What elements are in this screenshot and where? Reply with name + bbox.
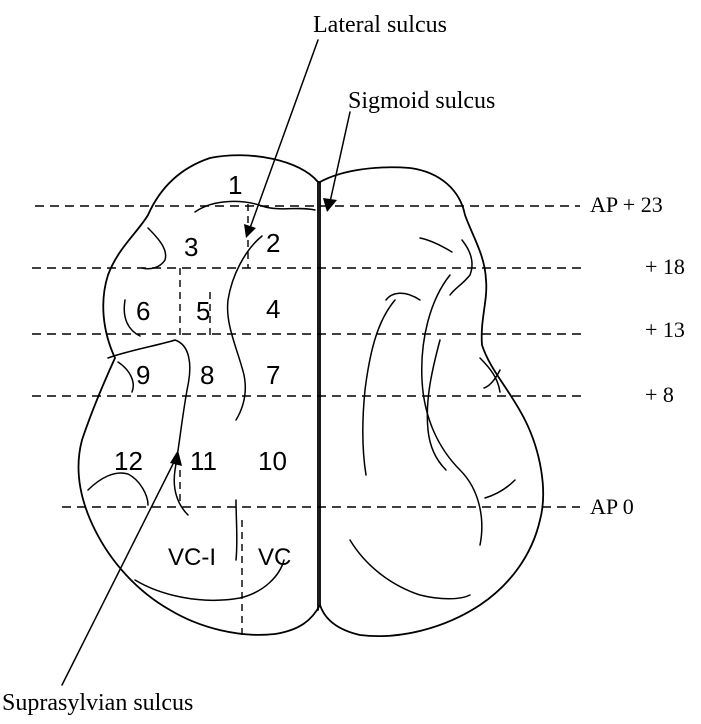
region-label-2: 2 [266, 228, 280, 258]
sulcus-right-5 [386, 293, 420, 300]
lateral-sulcus-arrowhead [244, 224, 256, 238]
ap-label-plus18: + 18 [645, 254, 685, 279]
region-label-7: 7 [266, 360, 280, 390]
region-label-1: 1 [228, 170, 242, 200]
ap-label-plus13: + 13 [645, 317, 685, 342]
region-label-8: 8 [200, 360, 214, 390]
region-label-9: 9 [136, 360, 150, 390]
sulcus-9-notch [118, 362, 133, 392]
region-label-3: 3 [184, 232, 198, 262]
ap-label-plus23: AP + 23 [590, 192, 663, 217]
sigmoid-sulcus-label: Sigmoid sulcus [348, 88, 495, 114]
sulcus-right-10 [485, 480, 515, 498]
sulcus-cruciate-notch [142, 228, 166, 269]
lateral-sulcus-label: Lateral sulcus [313, 12, 447, 38]
sulcus-right-9 [350, 540, 470, 599]
lateral-sulcus-pointer [250, 40, 318, 228]
sulcus-right-4 [363, 300, 395, 475]
sulcus-right-3 [422, 275, 482, 545]
region-label-10: 10 [258, 446, 287, 476]
region-label-6: 6 [136, 296, 150, 326]
right-hemisphere-outline [320, 167, 543, 636]
suprasylvian-sulcus-pointer [62, 458, 176, 685]
region-label-5: 5 [196, 296, 210, 326]
sigmoid-sulcus-pointer [330, 112, 350, 202]
region-label-vc-i: VC-I [168, 544, 216, 571]
sulcus-12 [88, 473, 148, 505]
region-label-12: 12 [114, 446, 143, 476]
sulcus-vc-inner [236, 500, 237, 560]
lateral-sulcus-curve [228, 236, 262, 420]
suprasylvian-sulcus-arrowhead [170, 450, 182, 466]
region-label-vc: VC [258, 544, 291, 571]
sigmoid-sulcus-arrowhead [323, 198, 337, 212]
ap-label-zero: AP 0 [590, 494, 634, 519]
region-label-4: 4 [266, 294, 280, 324]
ap-label-plus8: + 8 [645, 382, 674, 407]
region-label-11: 11 [190, 446, 217, 476]
suprasylvian-sulcus-label: Suprasylvian sulcus [2, 690, 193, 716]
sulcus-right-1 [420, 238, 452, 252]
